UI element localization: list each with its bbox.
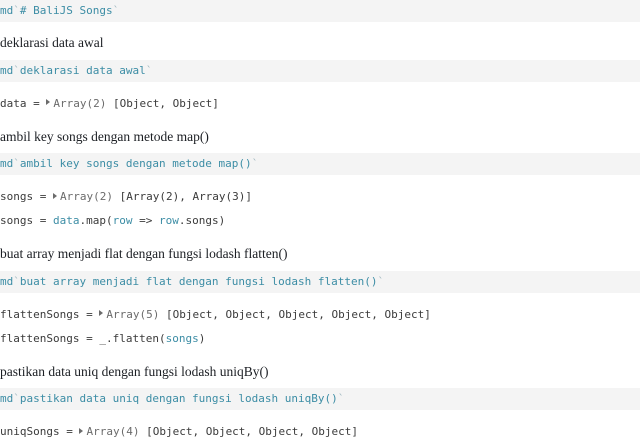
value-array-label-flattensongs: Array(5) xyxy=(106,307,160,321)
markdown-rendered-deklarasi: deklarasi data awal xyxy=(0,34,640,52)
markdown-rendered-ambil: ambil key songs dengan metode map() xyxy=(0,127,640,146)
spacer xyxy=(0,22,640,34)
md-body-ambil: ambil key songs dengan metode map() xyxy=(19,157,252,171)
backtick-open: ` xyxy=(13,63,20,77)
spacer xyxy=(0,348,640,363)
spacer xyxy=(0,81,640,94)
value-array-preview-uniqsongs: [Object, Object, Object, Object] xyxy=(146,425,359,439)
disclosure-triangle-icon[interactable] xyxy=(52,192,57,199)
md-tag: md xyxy=(0,274,14,288)
value-array-label-songs: Array(2) xyxy=(59,190,113,204)
src-token: .map( xyxy=(79,214,113,228)
spacer xyxy=(0,175,640,188)
cell-ambil[interactable]: ambil key songs dengan metode map() md`a… xyxy=(0,127,640,176)
spacer xyxy=(0,145,640,154)
value-assign-flattensongs: flattenSongs = xyxy=(0,307,100,321)
backtick-open: ` xyxy=(13,392,20,406)
src-token: ) xyxy=(198,331,206,345)
md-tag: md xyxy=(0,4,14,17)
md-body-deklarasi: deklarasi data awal xyxy=(19,63,146,77)
cell-data[interactable]: data = Array(2) [Object, Object] xyxy=(0,93,640,114)
src-token-ident-row: row xyxy=(112,214,133,228)
md-body-flatten: buat array menjadi flat dengan fungsi lo… xyxy=(19,274,378,288)
spacer xyxy=(0,410,640,423)
markdown-rendered-uniq: pastikan data uniq dengan fungsi lodash … xyxy=(0,362,640,381)
spacer xyxy=(0,51,640,60)
src-token: songs = xyxy=(0,214,53,228)
src-token: .songs) xyxy=(178,214,226,228)
cell-songs[interactable]: songs = Array(2) [Array(2), Array(3)] so… xyxy=(0,187,640,232)
value-assign-songs: songs = xyxy=(0,190,53,204)
backtick-close: ` xyxy=(112,4,120,17)
spacer xyxy=(0,292,640,305)
cell-source-ambil[interactable]: md`ambil key songs dengan metode map()` xyxy=(0,153,640,176)
spacer xyxy=(0,231,640,246)
md-tag: md xyxy=(0,63,14,77)
cell-value-songs[interactable]: songs = Array(2) [Array(2), Array(3)] xyxy=(0,187,640,208)
cell-source-deklarasi[interactable]: md`deklarasi data awal` xyxy=(0,59,640,82)
markdown-rendered-flatten: buat array menjadi flat dengan fungsi lo… xyxy=(0,245,640,263)
backtick-close: ` xyxy=(337,392,345,406)
md-tag: md xyxy=(0,157,14,171)
cell-deklarasi[interactable]: deklarasi data awal md`deklarasi data aw… xyxy=(0,34,640,82)
value-array-label-uniqsongs: Array(4) xyxy=(86,425,140,439)
cell-source-flattensongs[interactable]: flattenSongs = _.flatten(songs) xyxy=(0,328,640,349)
value-array-label-data: Array(2) xyxy=(53,96,107,110)
cell-uniq-md[interactable]: pastikan data uniq dengan fungsi lodash … xyxy=(0,362,640,411)
src-token: flattenSongs = _.flatten( xyxy=(0,331,166,345)
cell-flatten-md[interactable]: buat array menjadi flat dengan fungsi lo… xyxy=(0,245,640,293)
backtick-close: ` xyxy=(145,63,153,77)
spacer xyxy=(0,113,640,128)
backtick-open: ` xyxy=(13,274,20,288)
cell-title[interactable]: md`# BaliJS Songs` xyxy=(0,0,640,22)
value-array-preview-data: [Object, Object] xyxy=(112,96,219,110)
disclosure-triangle-icon[interactable] xyxy=(46,99,51,106)
backtick-close: ` xyxy=(377,274,385,288)
spacer xyxy=(0,262,640,271)
value-array-preview-flattensongs: [Object, Object, Object, Object, Object] xyxy=(165,307,431,321)
backtick-close: ` xyxy=(251,157,259,171)
md-tag: md xyxy=(0,392,14,406)
cell-value-flattensongs[interactable]: flattenSongs = Array(5) [Object, Object,… xyxy=(0,304,640,325)
disclosure-triangle-icon[interactable] xyxy=(99,310,104,317)
src-token: => xyxy=(132,214,159,228)
spacer xyxy=(0,380,640,389)
cell-source-title[interactable]: md`# BaliJS Songs` xyxy=(0,0,640,22)
backtick-open: ` xyxy=(13,4,20,17)
cell-source-flatten[interactable]: md`buat array menjadi flat dengan fungsi… xyxy=(0,270,640,293)
value-assign-data: data = xyxy=(0,96,47,110)
cell-value-data[interactable]: data = Array(2) [Object, Object] xyxy=(0,93,640,114)
md-body-title: # BaliJS Songs xyxy=(19,4,113,17)
cell-source-uniq[interactable]: md`pastikan data uniq dengan fungsi loda… xyxy=(0,388,640,411)
value-array-preview-songs: [Array(2), Array(3)] xyxy=(119,190,253,204)
cell-value-uniqsongs[interactable]: uniqSongs = Array(4) [Object, Object, Ob… xyxy=(0,422,640,442)
src-token-ident-songs: songs xyxy=(165,331,199,345)
backtick-open: ` xyxy=(13,157,20,171)
cell-uniqsongs[interactable]: uniqSongs = Array(4) [Object, Object, Ob… xyxy=(0,422,640,442)
spacer xyxy=(0,324,640,329)
cell-source-songs[interactable]: songs = data.map(row => row.songs) xyxy=(0,211,640,232)
value-assign-uniqsongs: uniqSongs = xyxy=(0,425,80,439)
cell-flattensongs[interactable]: flattenSongs = Array(5) [Object, Object,… xyxy=(0,304,640,349)
spacer xyxy=(0,207,640,212)
md-body-uniq: pastikan data uniq dengan fungsi lodash … xyxy=(19,392,338,406)
src-token-ident-data: data xyxy=(52,214,80,228)
disclosure-triangle-icon[interactable] xyxy=(79,427,84,434)
src-token-ident-row2: row xyxy=(158,214,179,228)
